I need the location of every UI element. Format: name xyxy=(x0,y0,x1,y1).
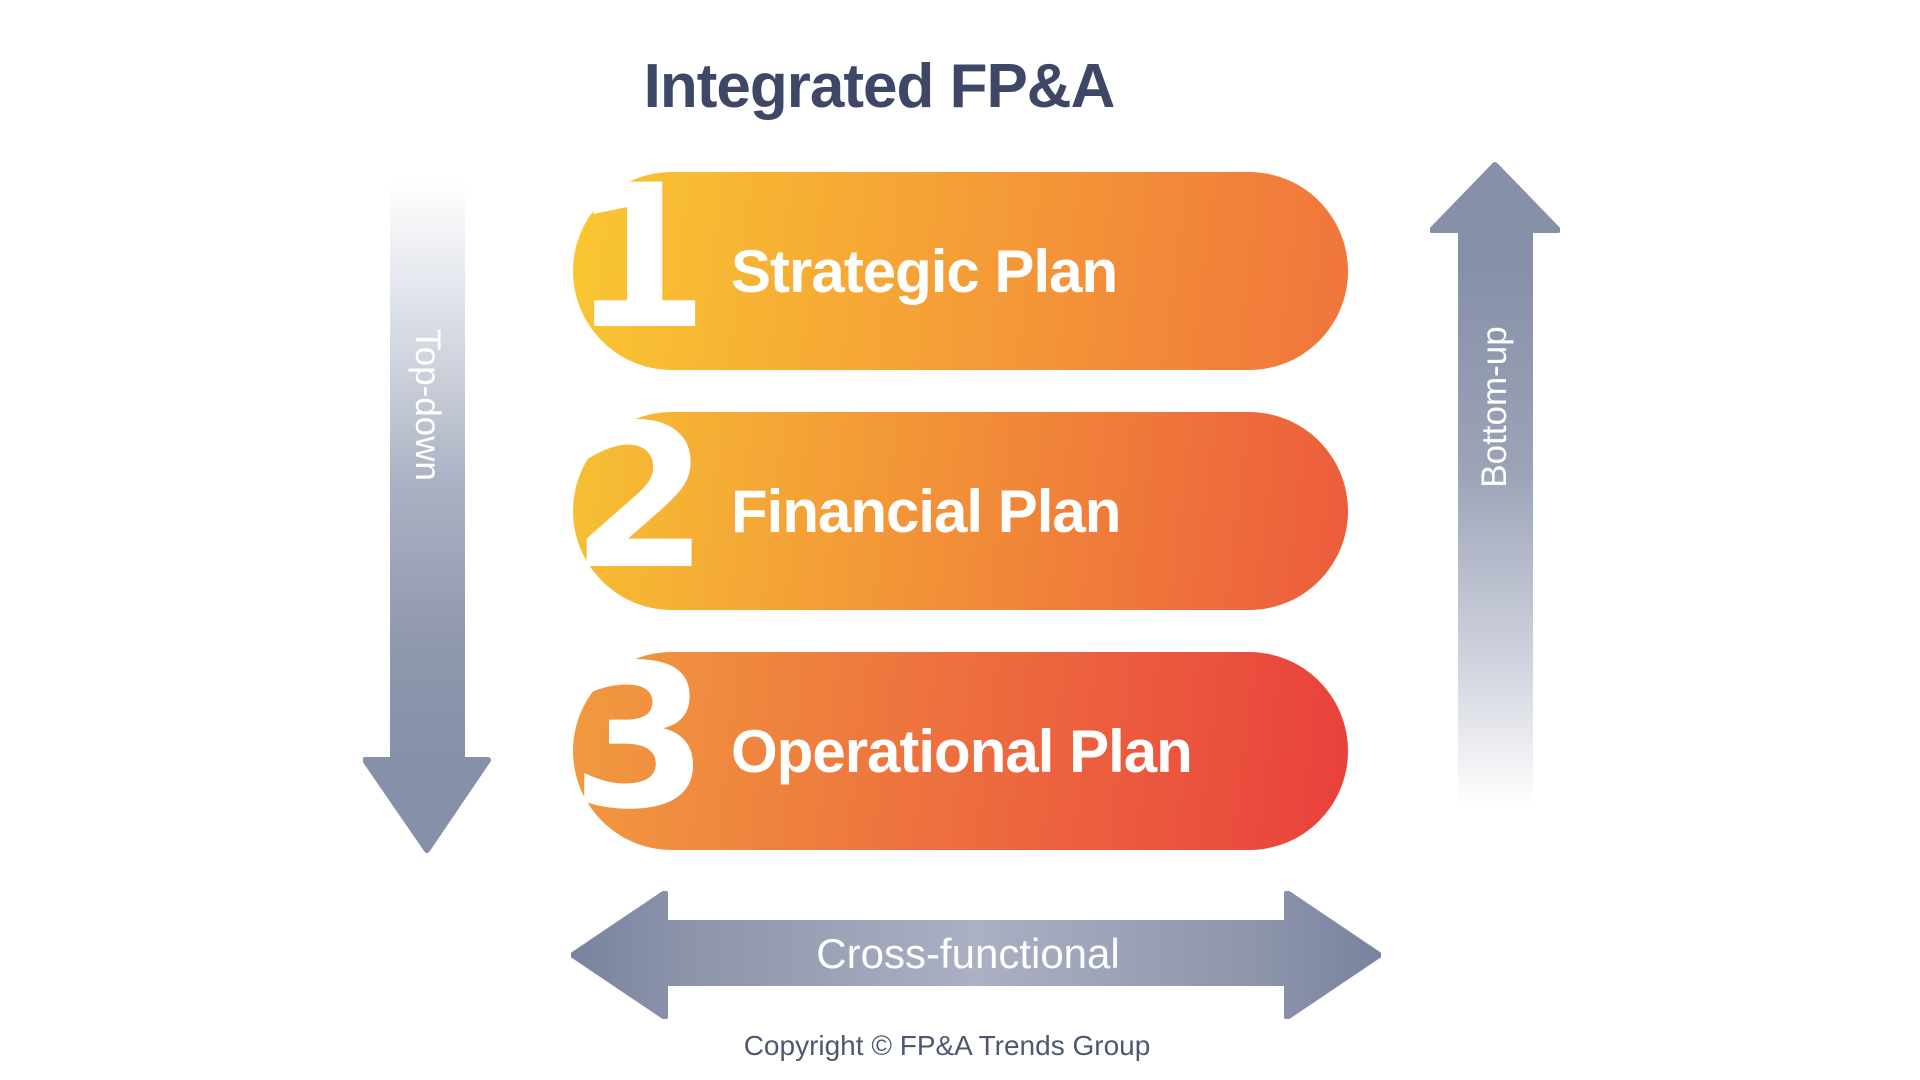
strategic-plan-label: Strategic Plan xyxy=(731,237,1118,305)
operational-plan-pill: 3 Operational Plan xyxy=(571,639,1348,850)
page-title: Integrated FP&A xyxy=(643,52,1116,121)
financial-plan-pill: 2 Financial Plan xyxy=(571,399,1348,610)
strategic-plan-pill: 1 Strategic Plan xyxy=(571,159,1348,370)
financial-plan-label: Financial Plan xyxy=(731,477,1121,545)
step-number-2: 2 xyxy=(571,382,709,613)
cross-functional-label: Cross-functional xyxy=(816,930,1120,977)
top-down-label: Top-down xyxy=(408,329,447,481)
top-down-arrow-icon xyxy=(363,177,491,853)
bottom-up-label: Bottom-up xyxy=(1475,326,1514,488)
operational-plan-label: Operational Plan xyxy=(731,717,1193,785)
cross-functional-arrow-icon xyxy=(571,891,1381,1019)
step-number-1: 1 xyxy=(571,142,709,373)
copyright-text: Copyright © FP&A Trends Group xyxy=(743,1030,1151,1061)
step-number-3: 3 xyxy=(571,622,709,853)
bottom-up-arrow-icon xyxy=(1430,162,1560,843)
